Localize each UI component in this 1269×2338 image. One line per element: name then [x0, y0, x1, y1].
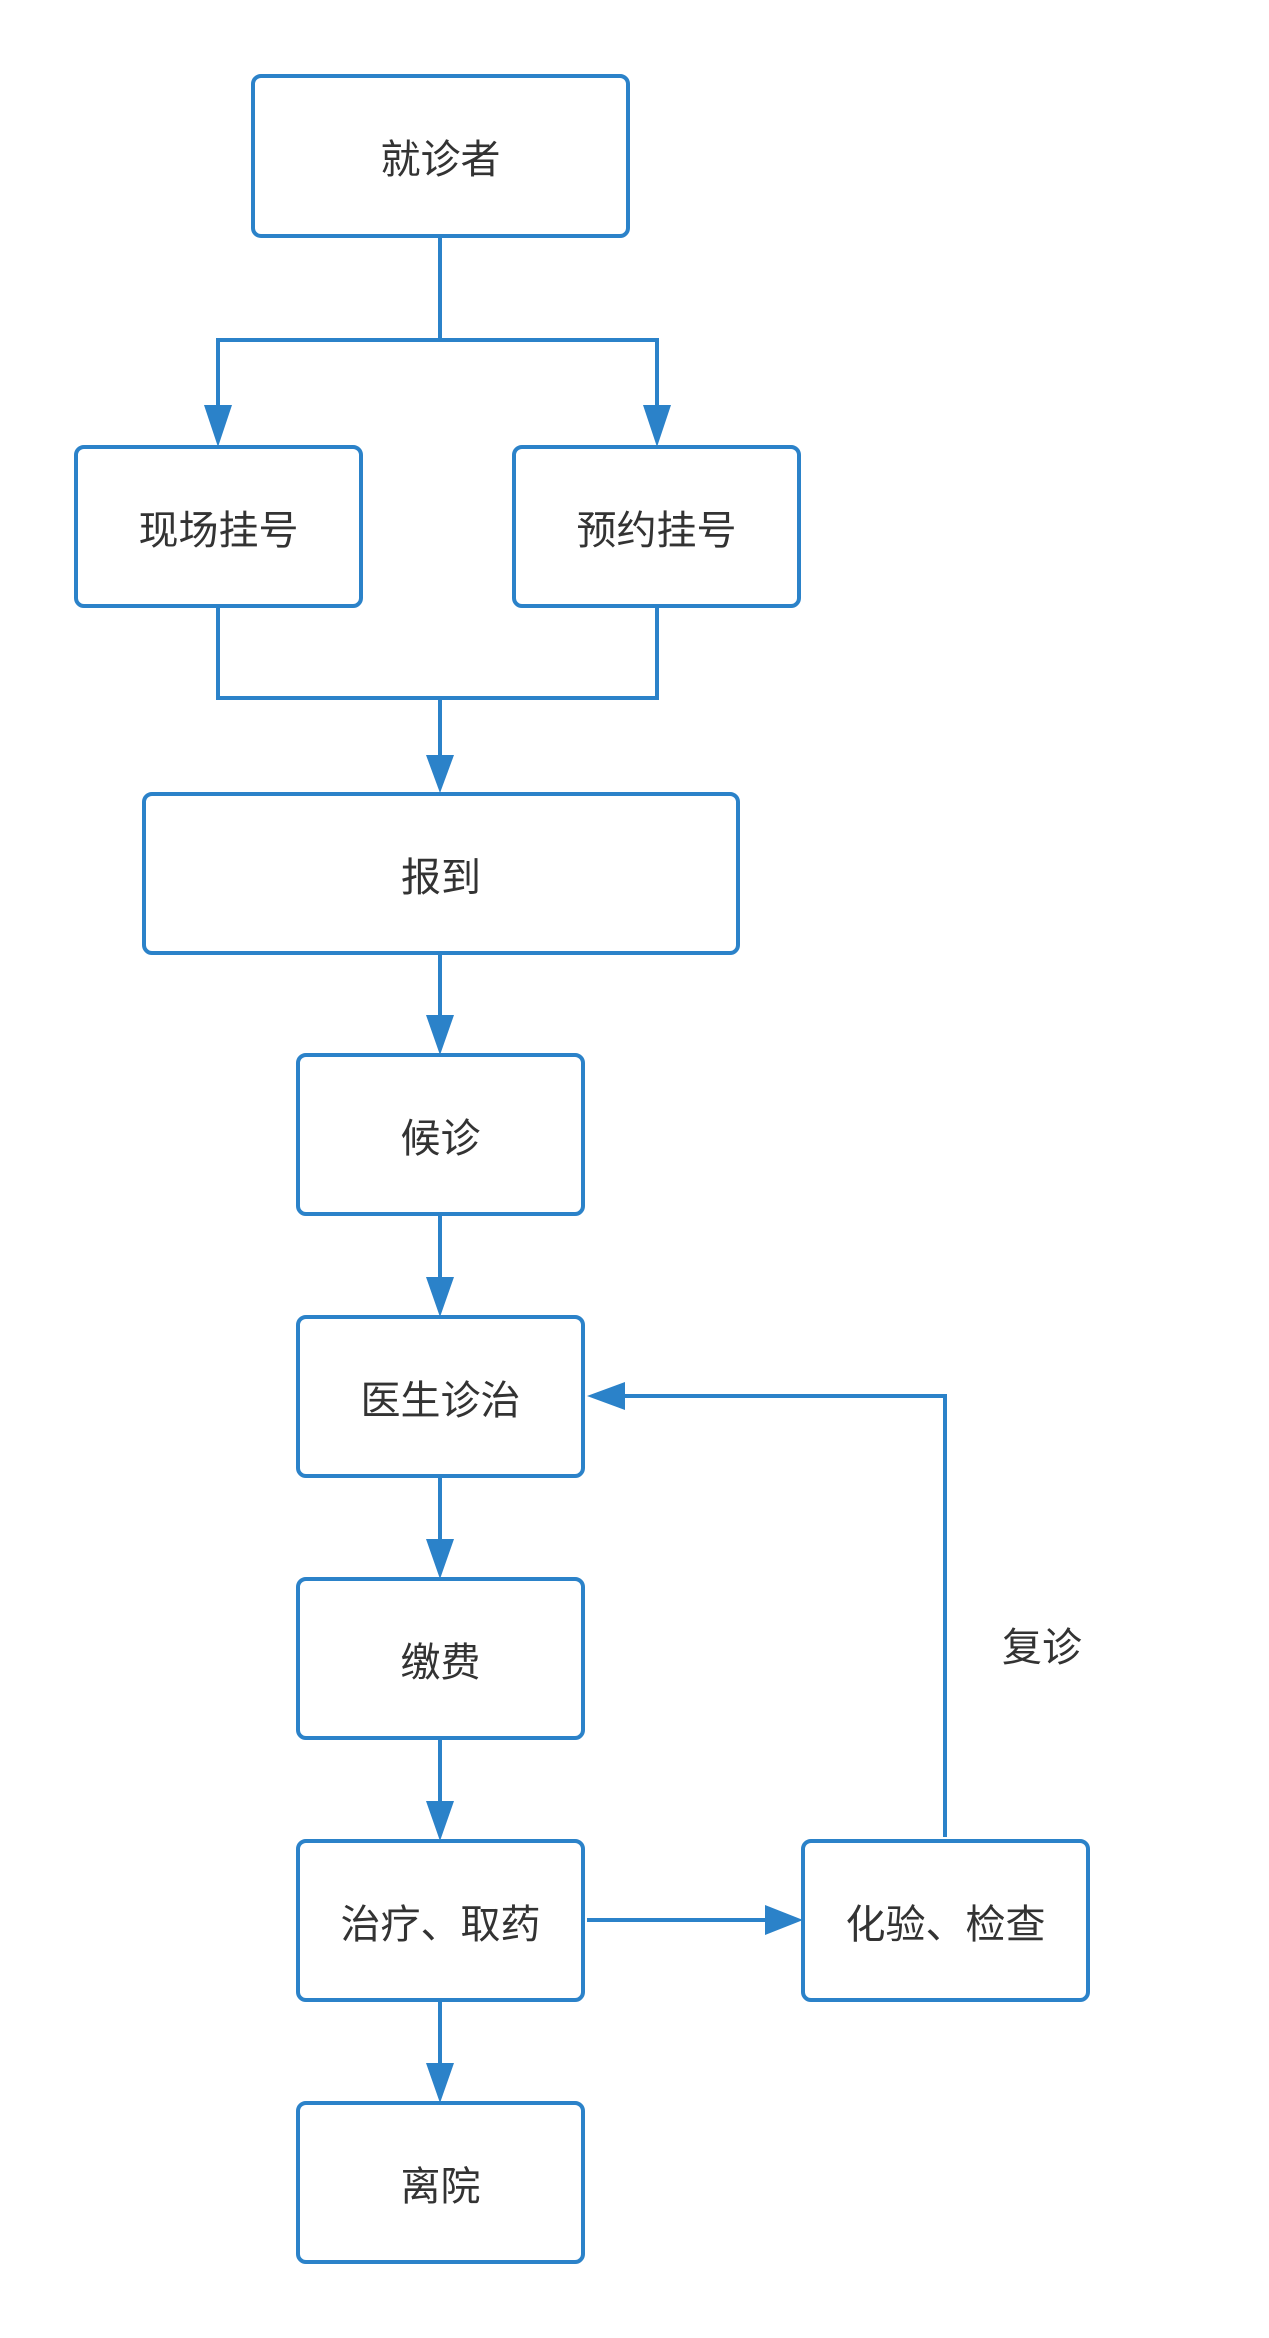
arrowhead-doctor	[426, 1277, 454, 1317]
node-waiting: 候诊	[296, 1053, 585, 1216]
arrowhead-discharge	[426, 2063, 454, 2103]
arrowhead-treatment	[426, 1801, 454, 1841]
node-patient: 就诊者	[251, 74, 630, 238]
edge-lab-doctor	[620, 1394, 947, 1837]
node-treatment-medicine: 治疗、取药	[296, 1839, 585, 2002]
arrowhead-checkin	[426, 755, 454, 793]
arrowhead-payment	[426, 1539, 454, 1579]
arrowhead-appointment	[643, 405, 671, 447]
arrowhead-onsite	[204, 405, 232, 447]
node-onsite-registration: 现场挂号	[74, 445, 363, 608]
node-lab-exam: 化验、检查	[801, 1839, 1090, 2002]
arrowhead-revisit	[587, 1382, 625, 1410]
arrowhead-lab	[765, 1905, 803, 1935]
arrowhead-waiting	[426, 1015, 454, 1055]
node-discharge: 离院	[296, 2101, 585, 2264]
edge-patient-split-right	[440, 338, 659, 405]
node-appointment-registration: 预约挂号	[512, 445, 801, 608]
edge-patient-split	[216, 238, 442, 405]
edge-label-revisit: 复诊	[1002, 1625, 1082, 1671]
node-doctor-consultation: 医生诊治	[296, 1315, 585, 1478]
node-check-in: 报到	[142, 792, 740, 955]
edge-registrations-merge	[216, 608, 659, 700]
node-payment: 缴费	[296, 1577, 585, 1740]
